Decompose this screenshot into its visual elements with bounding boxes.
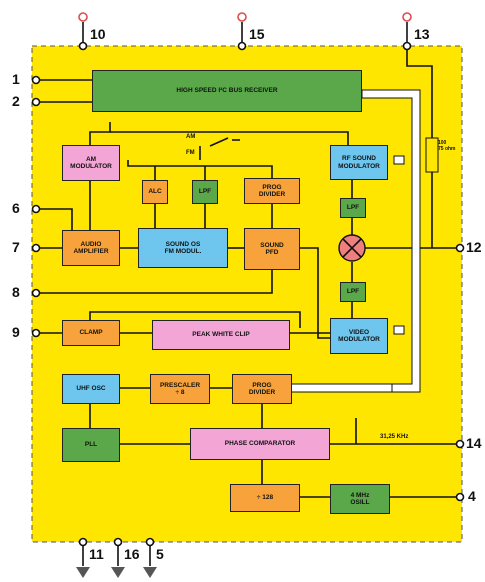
audio-amplifier-block: AUDIO AMPLIFIER — [62, 230, 120, 266]
alc-block: ALC — [142, 180, 168, 204]
prog-divider-block-1: PROG DIVIDER — [244, 178, 300, 204]
frequency-label: 31,25 KHz — [380, 434, 409, 440]
sound-pfd-block: SOUND PFD — [244, 228, 300, 270]
pin-6: 6 — [12, 200, 20, 216]
receiver-block: HIGH SPEED I²C BUS RECEIVER — [92, 70, 362, 112]
peak-white-clip-block: PEAK WHITE CLIP — [152, 320, 290, 350]
clamp-block: CLAMP — [62, 320, 120, 346]
pin-7: 7 — [12, 239, 20, 255]
prog-divider-block-2: PROG DIVIDER — [232, 374, 292, 404]
prescaler-block: PRESCALER ÷ 8 — [150, 374, 210, 404]
uhf-osc-block: UHF OSC — [62, 374, 120, 404]
sound-fm-block: SOUND OS FM MODUL. — [138, 228, 228, 268]
pin-14: 14 — [466, 435, 482, 451]
pin-12: 12 — [466, 239, 482, 255]
pin-4: 4 — [468, 488, 476, 504]
rf-sound-modulator-block: RF SOUND MODULATOR — [330, 145, 388, 180]
ground-icon — [76, 567, 157, 578]
am-modulator-block: AM MODULATOR — [62, 145, 120, 181]
pin-16: 16 — [124, 546, 140, 562]
video-modulator-block: VIDEO MODULATOR — [330, 318, 388, 354]
resistor-75ohm — [425, 137, 439, 173]
div128-block: ÷ 128 — [230, 484, 300, 512]
fm-label: FM — [186, 150, 195, 156]
pin-15: 15 — [249, 26, 265, 42]
am-label: AM — [186, 134, 196, 140]
lpf-block-1: LPF — [192, 180, 218, 204]
ohm-label: 100 75 ohm — [438, 140, 456, 152]
lpf-block-2: LPF — [340, 198, 366, 218]
phase-comparator-block: PHASE COMPARATOR — [190, 428, 330, 460]
lpf-block-3: LPF — [340, 282, 366, 302]
pin-9: 9 — [12, 324, 20, 340]
antenna-icon — [78, 12, 412, 22]
pin-2: 2 — [12, 93, 20, 109]
pin-5: 5 — [156, 546, 164, 562]
pin-10: 10 — [90, 26, 106, 42]
mixer-icon — [338, 234, 366, 262]
pll-block: PLL — [62, 428, 120, 462]
osc-4mhz-block: 4 MHz OSILL — [330, 484, 390, 514]
pin-8: 8 — [12, 284, 20, 300]
chip-board — [31, 45, 463, 543]
pin-1: 1 — [12, 71, 20, 87]
pin-11: 11 — [89, 546, 104, 562]
pin-13: 13 — [414, 26, 430, 42]
